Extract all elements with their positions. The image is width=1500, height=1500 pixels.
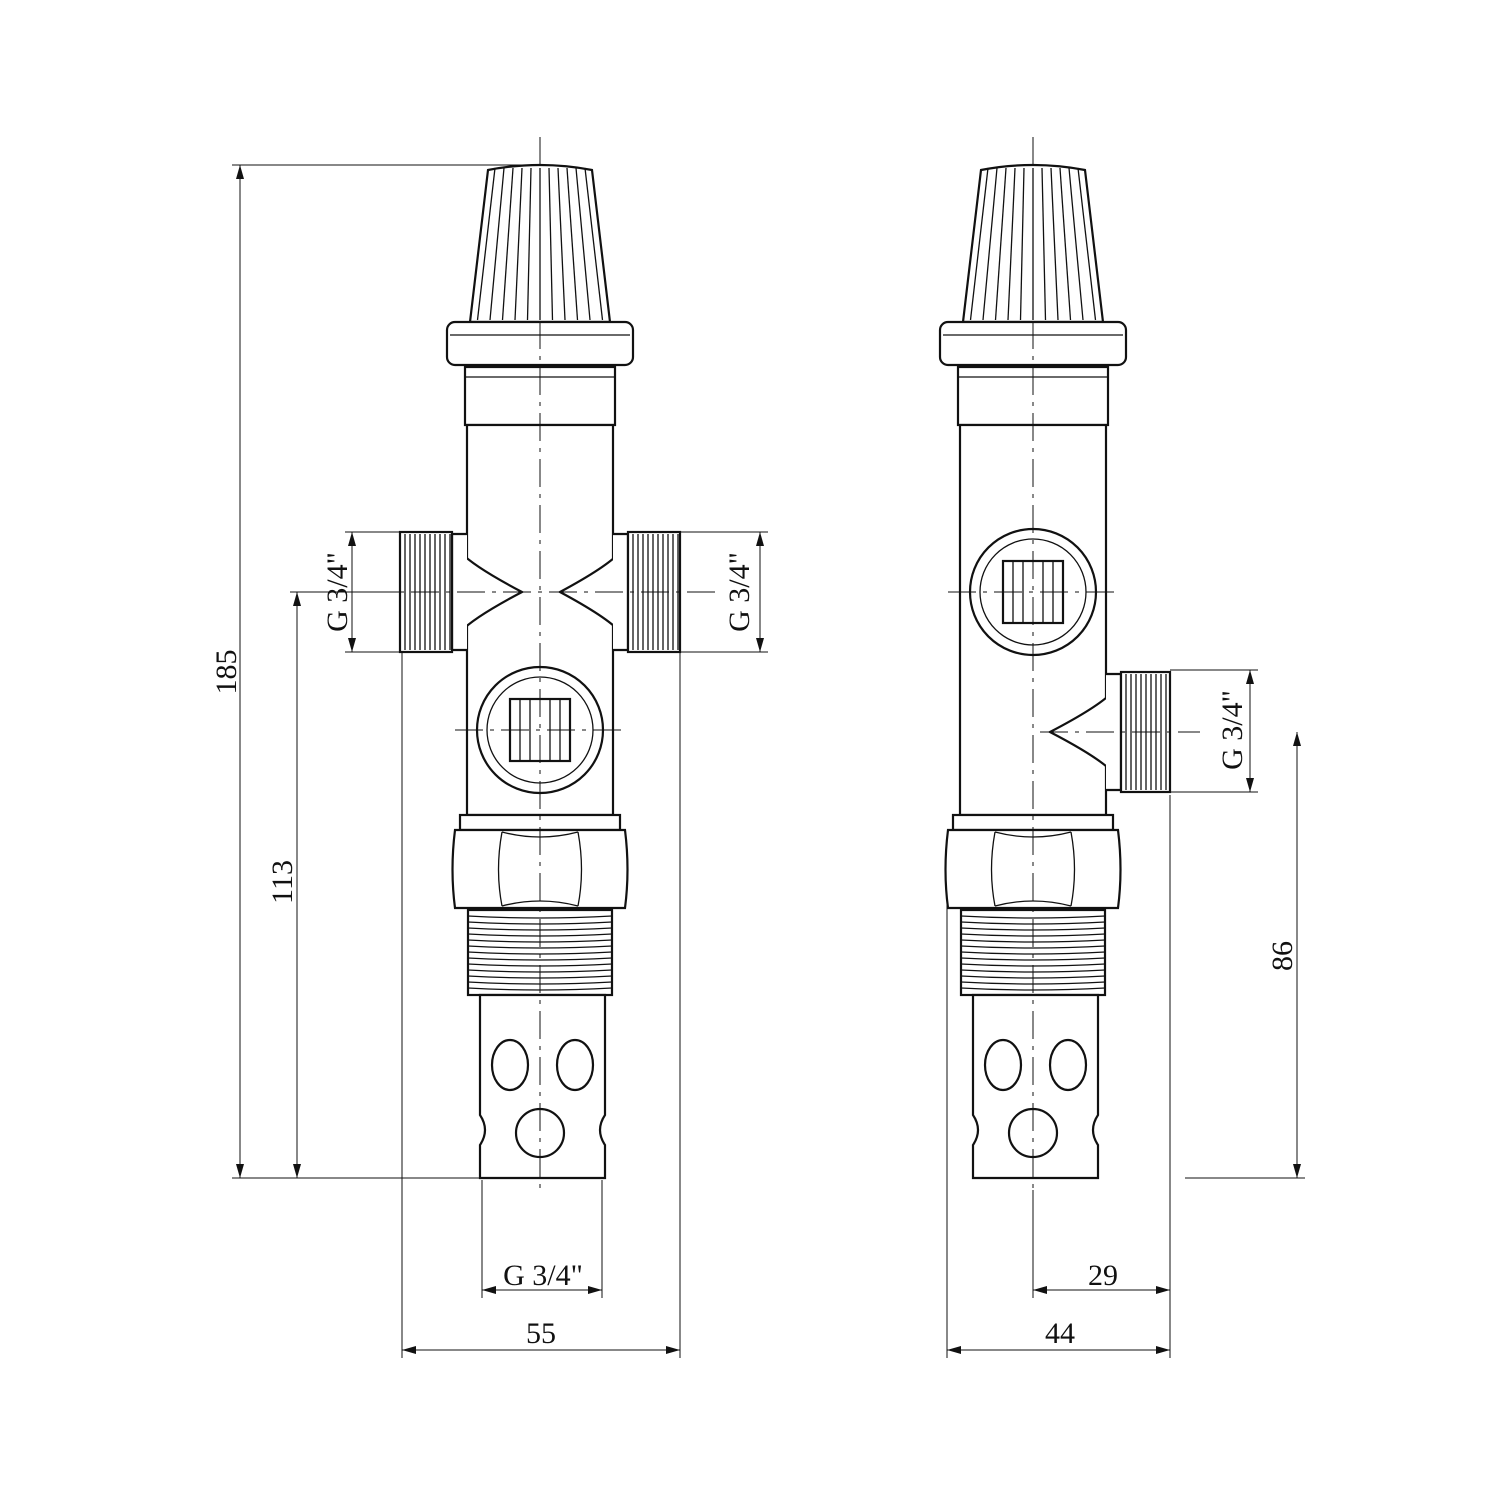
hex-nut-faces xyxy=(990,831,1076,907)
arrowhead xyxy=(1293,732,1301,746)
knob-rib xyxy=(1007,167,1016,321)
dim-bottom-port-label: G 3/4" xyxy=(503,1259,583,1292)
hex-nut xyxy=(944,828,1122,910)
knob-rib xyxy=(575,167,591,321)
knob-rib xyxy=(548,167,554,321)
thread-line xyxy=(960,951,1106,955)
knob-rib xyxy=(1050,167,1059,321)
dim-left-port-label: G 3/4" xyxy=(321,552,354,632)
strainer-hole xyxy=(555,1038,595,1092)
dimension-lines xyxy=(232,164,1305,1358)
dim-185-label: 185 xyxy=(210,650,243,695)
thread-line xyxy=(960,945,1106,949)
knob-rib xyxy=(1041,167,1047,321)
arrowhead xyxy=(1156,1346,1170,1354)
thread-line xyxy=(960,915,1106,919)
knob-rib xyxy=(1019,167,1025,321)
hex-nut xyxy=(451,828,629,910)
dim-side-port-label: G 3/4" xyxy=(1216,690,1249,770)
arrowhead xyxy=(756,638,764,652)
arrowhead xyxy=(293,592,301,606)
knob-rib xyxy=(476,167,496,321)
knob-rib xyxy=(1077,167,1097,321)
knob-rib xyxy=(584,167,604,321)
knob-rib xyxy=(526,167,532,321)
arrowhead xyxy=(666,1346,680,1354)
arrowhead xyxy=(1246,670,1254,684)
dim-113-label: 113 xyxy=(266,860,299,904)
dim-right-port-label: G 3/4" xyxy=(723,552,756,632)
arrowhead xyxy=(1033,1286,1047,1294)
thread-line xyxy=(467,915,613,919)
thread-line xyxy=(467,957,613,961)
thread-line xyxy=(467,951,613,955)
strainer-hole xyxy=(490,1038,530,1092)
knob-rib xyxy=(566,167,579,321)
thread-line xyxy=(467,945,613,949)
arrowhead xyxy=(947,1346,961,1354)
arrowhead xyxy=(1156,1286,1170,1294)
side-view xyxy=(938,137,1200,1190)
arrowhead xyxy=(1246,778,1254,792)
strainer-hole xyxy=(983,1038,1023,1092)
dim-44-label: 44 xyxy=(1045,1317,1075,1350)
arrowhead xyxy=(293,1164,301,1178)
arrowhead xyxy=(348,638,356,652)
hex-nut-faces xyxy=(497,831,583,907)
arrowhead xyxy=(236,165,244,179)
thread-line xyxy=(960,957,1106,961)
arrowhead xyxy=(588,1286,602,1294)
strainer-hole xyxy=(1048,1038,1088,1092)
arrowhead xyxy=(236,1164,244,1178)
knob-rib xyxy=(1068,167,1084,321)
knob-rib xyxy=(489,167,505,321)
knob-rib xyxy=(1059,167,1072,321)
arrowhead xyxy=(756,532,764,546)
arrowhead xyxy=(402,1346,416,1354)
arrowhead xyxy=(482,1286,496,1294)
dim-55-label: 55 xyxy=(526,1317,556,1350)
knob-rib xyxy=(969,167,989,321)
knob-rib xyxy=(994,167,1007,321)
dim-29-label: 29 xyxy=(1088,1259,1118,1292)
arrowhead xyxy=(348,532,356,546)
knob-rib xyxy=(557,167,566,321)
knob-rib xyxy=(982,167,998,321)
front-view xyxy=(365,137,715,1190)
dim-86-label: 86 xyxy=(1266,941,1299,971)
arrowhead xyxy=(1293,1164,1301,1178)
knob-rib xyxy=(514,167,523,321)
knob-rib xyxy=(501,167,514,321)
